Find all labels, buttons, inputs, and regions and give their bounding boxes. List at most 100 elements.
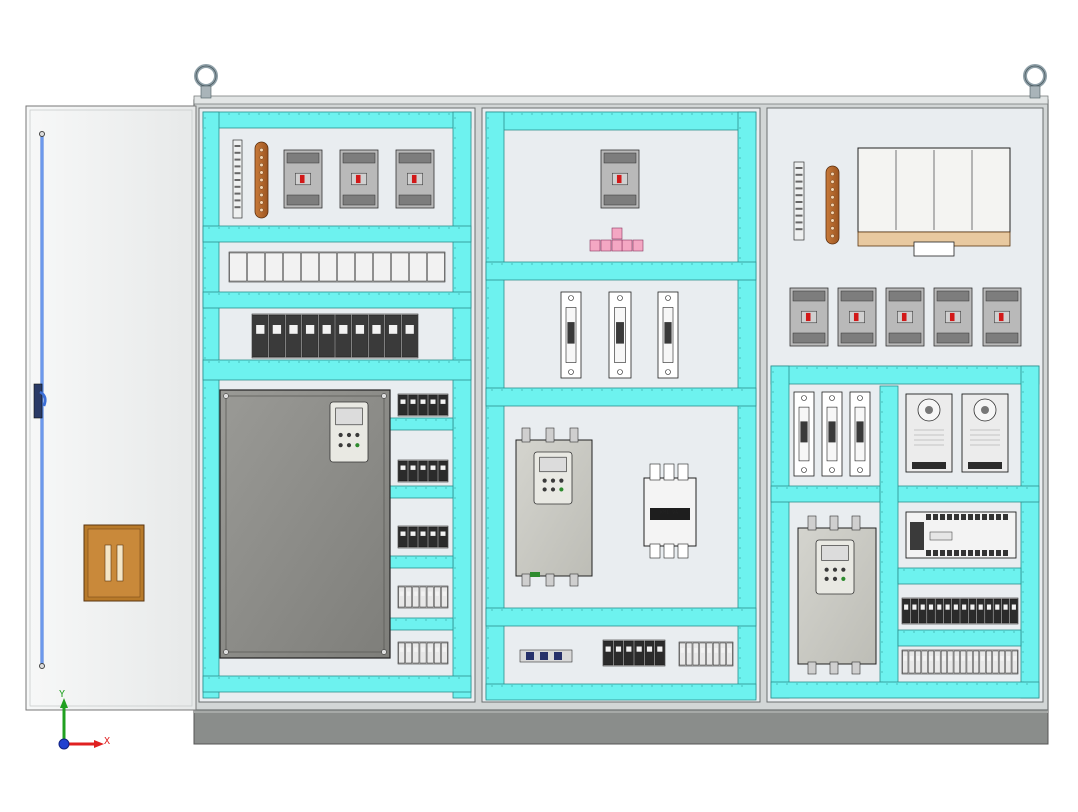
rail-strip-block — [554, 652, 562, 660]
busbar-hole — [259, 155, 264, 160]
neutral-bar-slot — [795, 173, 803, 176]
terminal-screw — [442, 591, 447, 596]
terminal-block — [992, 650, 999, 674]
terminal-screw — [937, 604, 942, 610]
busbar-hole — [259, 147, 264, 152]
psu-fan-hub — [981, 406, 989, 414]
breaker-top-terminals — [286, 152, 320, 164]
terminal-block — [385, 314, 402, 358]
plc-io-terminal — [975, 550, 980, 556]
neutral-bar-slot — [795, 221, 803, 224]
terminal-screw — [420, 465, 426, 470]
terminal-screw — [904, 604, 909, 610]
keypad-button — [824, 567, 829, 572]
devices — [219, 139, 1022, 675]
terminal-block — [302, 314, 319, 358]
terminal-screw — [322, 325, 331, 334]
soft-starter-terminal — [807, 661, 817, 675]
plc-io-terminal — [982, 514, 987, 520]
breaker-bottom-terminals — [286, 194, 320, 206]
terminal-strip — [228, 251, 446, 283]
vfd-screw — [223, 649, 229, 655]
terminal-block — [438, 526, 448, 548]
cable-duct — [202, 111, 220, 699]
terminal-screw — [903, 656, 907, 661]
terminal-screw — [430, 465, 436, 470]
contactor-terminal — [677, 543, 689, 559]
terminal-block — [968, 598, 977, 624]
terminal-screw — [410, 399, 416, 404]
terminal-screw — [339, 325, 348, 334]
terminal-block — [398, 642, 405, 664]
plc-io-terminal — [996, 514, 1001, 520]
busbar-hole — [259, 192, 264, 197]
plc-io-terminal — [933, 550, 938, 556]
fuse-label — [616, 322, 624, 344]
breaker-toggle — [949, 312, 955, 322]
busbar-hole — [830, 218, 835, 223]
terminal-block — [268, 314, 285, 358]
main-switch-block — [857, 147, 1011, 257]
plc-label — [929, 531, 953, 541]
terminal-block — [405, 586, 412, 608]
terminal-screw — [961, 656, 965, 661]
terminal-block — [940, 650, 947, 674]
terminal-screw — [945, 604, 950, 610]
terminal-block — [934, 650, 941, 674]
terminal-screw — [406, 591, 411, 596]
neutral-bar-slot — [234, 192, 241, 195]
duct-body — [389, 555, 454, 569]
cable-duct — [202, 359, 472, 381]
duct-body — [485, 387, 757, 407]
keypad-button — [550, 487, 556, 492]
terminal-screw — [707, 648, 712, 653]
terminal-screw — [935, 656, 940, 661]
terminal-block — [337, 252, 355, 282]
keypad-display — [821, 545, 849, 561]
terminal-block — [335, 314, 352, 358]
terminal-block — [428, 460, 438, 482]
terminal-screw — [420, 399, 426, 404]
duct-body — [897, 567, 1022, 585]
plc-io-terminal — [947, 514, 952, 520]
terminal-screw — [400, 531, 406, 536]
terminal-block — [441, 642, 448, 664]
plc-io-terminal — [954, 550, 959, 556]
busbar-hole — [259, 177, 264, 182]
contactor — [643, 463, 697, 559]
keypad-button — [832, 576, 838, 581]
duct-body — [485, 607, 757, 627]
keypad-button — [346, 432, 352, 438]
terminal-block — [418, 394, 428, 416]
terminal-screw — [406, 647, 411, 652]
circuit-breaker — [837, 287, 877, 347]
terminal-screw — [929, 656, 933, 661]
terminal-block — [634, 640, 645, 666]
psu-terminal — [968, 462, 1002, 469]
cable-duct — [770, 485, 1040, 503]
terminal-block — [434, 642, 441, 664]
keypad-button — [355, 443, 360, 448]
terminal-block — [398, 586, 405, 608]
fuse-bottom-screw — [665, 369, 671, 375]
copper-busbar — [254, 141, 269, 219]
breaker-toggle — [411, 174, 417, 184]
contactor-terminal — [649, 543, 661, 559]
contactor-plate-label: KM1 9A — [660, 510, 678, 516]
terminal-block — [301, 252, 319, 282]
terminal-block — [603, 640, 614, 666]
terminal-screw — [359, 259, 369, 266]
terminal-screw — [428, 591, 432, 596]
contactor-terminal — [663, 543, 675, 559]
terminal-screw — [413, 259, 423, 266]
duct-body — [389, 617, 454, 631]
breaker-top-terminals — [888, 290, 922, 302]
terminal-block — [373, 252, 391, 282]
terminal-screw — [978, 604, 983, 610]
main-switch-bracket — [913, 241, 955, 257]
duct-body — [485, 261, 757, 281]
operator-keypad — [329, 401, 369, 463]
duct-body — [202, 225, 472, 243]
neutral-bar — [793, 161, 805, 241]
plc-io-terminal — [926, 514, 931, 520]
